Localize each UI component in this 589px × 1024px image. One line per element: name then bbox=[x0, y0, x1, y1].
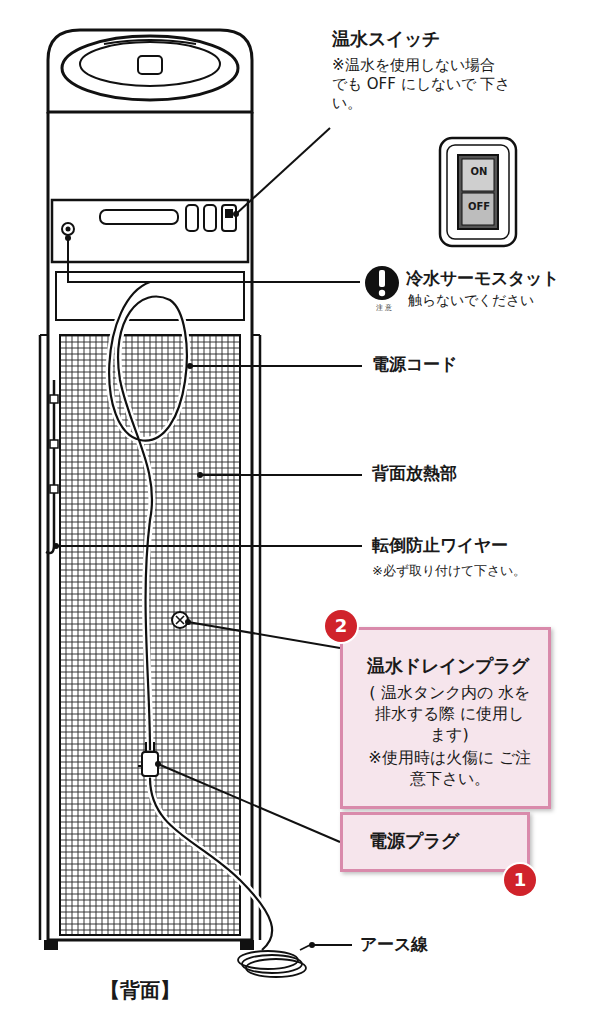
callout-box: 温水ドレインプラグ ( 温水タンク内の 水を排水する際 に使用します)※使用時は火… bbox=[340, 627, 551, 809]
leader-dots bbox=[53, 211, 315, 948]
part-label: ※温水を使用しない場合 でも OFF にしないで 下さい。 bbox=[332, 56, 512, 112]
foot bbox=[44, 940, 58, 950]
part-label: 【背面】 bbox=[100, 978, 220, 1003]
housing bbox=[48, 112, 252, 940]
panel-slot bbox=[204, 205, 216, 231]
part-label: 冷水サーモスタット bbox=[406, 268, 586, 289]
part-label: 転倒防止ワイヤー bbox=[372, 535, 572, 556]
drain-plug-mark bbox=[176, 616, 184, 624]
switch-rocker bbox=[225, 209, 233, 218]
callout-heading: 電源プラグ bbox=[369, 829, 483, 852]
bottle-seat bbox=[62, 36, 238, 100]
thermostat bbox=[62, 223, 74, 235]
callout-number: 2 bbox=[325, 610, 357, 642]
side-rail bbox=[40, 335, 260, 940]
part-label: 温水スイッチ bbox=[332, 28, 552, 51]
wire-clip bbox=[50, 485, 58, 493]
foot bbox=[240, 940, 254, 950]
switch-closeup bbox=[440, 138, 516, 246]
callout-number-text: 2 bbox=[335, 617, 348, 635]
part-label: 触らないでください bbox=[408, 292, 588, 310]
bottle-seat-inner bbox=[80, 42, 220, 86]
wire-clip bbox=[50, 395, 58, 403]
part-label: OFF bbox=[465, 201, 493, 214]
seat-ridge bbox=[104, 40, 196, 44]
callout-number-text: 1 bbox=[514, 871, 527, 889]
part-label: ※必ず取り付けて下さい。 bbox=[372, 563, 582, 579]
wire-clip bbox=[50, 440, 58, 448]
callout-box: 電源プラグ bbox=[340, 812, 530, 872]
panel-slot bbox=[186, 205, 198, 231]
leader-lines bbox=[56, 128, 362, 945]
caution-icon bbox=[365, 266, 399, 300]
drain-plug bbox=[172, 612, 188, 628]
callout-body: ※使用時は火傷に ご注意下さい。 bbox=[367, 748, 532, 790]
vent-slot bbox=[100, 210, 178, 224]
rear-panel bbox=[52, 200, 248, 262]
hot-water-switch bbox=[222, 205, 236, 231]
anti-tip-wire bbox=[46, 380, 54, 553]
part-label: 電源コード bbox=[372, 354, 552, 375]
part-label: 背面放熱部 bbox=[372, 463, 552, 484]
part-label: アース線 bbox=[360, 934, 510, 955]
callout-number: 1 bbox=[504, 864, 536, 896]
part-label: ON bbox=[467, 166, 491, 179]
power-plug bbox=[138, 742, 158, 776]
callout-body: ( 温水タンク内の 水を排水する際 に使用します) bbox=[367, 683, 532, 745]
power-cord bbox=[109, 282, 272, 950]
callout-heading: 温水ドレインプラグ bbox=[367, 654, 532, 677]
earth-wire bbox=[238, 945, 310, 977]
top-cap bbox=[48, 30, 252, 112]
rear-heat-sink bbox=[60, 335, 240, 935]
bottle-probe bbox=[138, 56, 162, 74]
part-label: 注 意 bbox=[369, 304, 399, 313]
thermostat-knob bbox=[66, 227, 71, 232]
